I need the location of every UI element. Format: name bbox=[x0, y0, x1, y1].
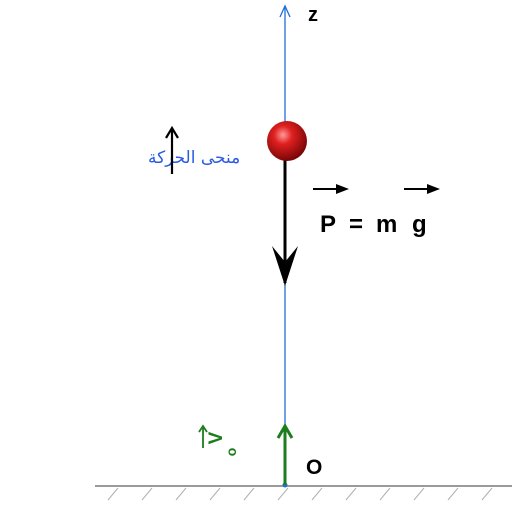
vector-mark-g bbox=[404, 184, 440, 194]
initial-velocity-vector bbox=[276, 423, 294, 485]
origin-label: O bbox=[306, 456, 322, 479]
initial-velocity-symbol: V bbox=[206, 431, 227, 444]
initial-velocity-arrowhead bbox=[276, 423, 294, 439]
gravity-symbol-g: g bbox=[412, 211, 427, 238]
z-axis-arrowhead bbox=[279, 4, 291, 18]
ball bbox=[267, 121, 307, 161]
trajectory-direction-arrow bbox=[165, 125, 179, 174]
force-symbol-P: P bbox=[320, 211, 336, 238]
ground-hatching bbox=[107, 487, 493, 501]
initial-velocity-label: V o bbox=[198, 424, 239, 457]
weight-vector-arrowhead bbox=[272, 246, 298, 286]
vector-mark-P bbox=[313, 184, 349, 194]
weight-vector bbox=[272, 145, 298, 286]
ground bbox=[95, 485, 512, 501]
axis-label-z: z bbox=[308, 4, 318, 26]
equation-equals: = bbox=[349, 211, 363, 238]
trajectory-label: منحى الحركة bbox=[148, 148, 240, 168]
initial-velocity-subscript: o bbox=[223, 448, 239, 457]
mass-symbol-m: m bbox=[376, 211, 397, 238]
